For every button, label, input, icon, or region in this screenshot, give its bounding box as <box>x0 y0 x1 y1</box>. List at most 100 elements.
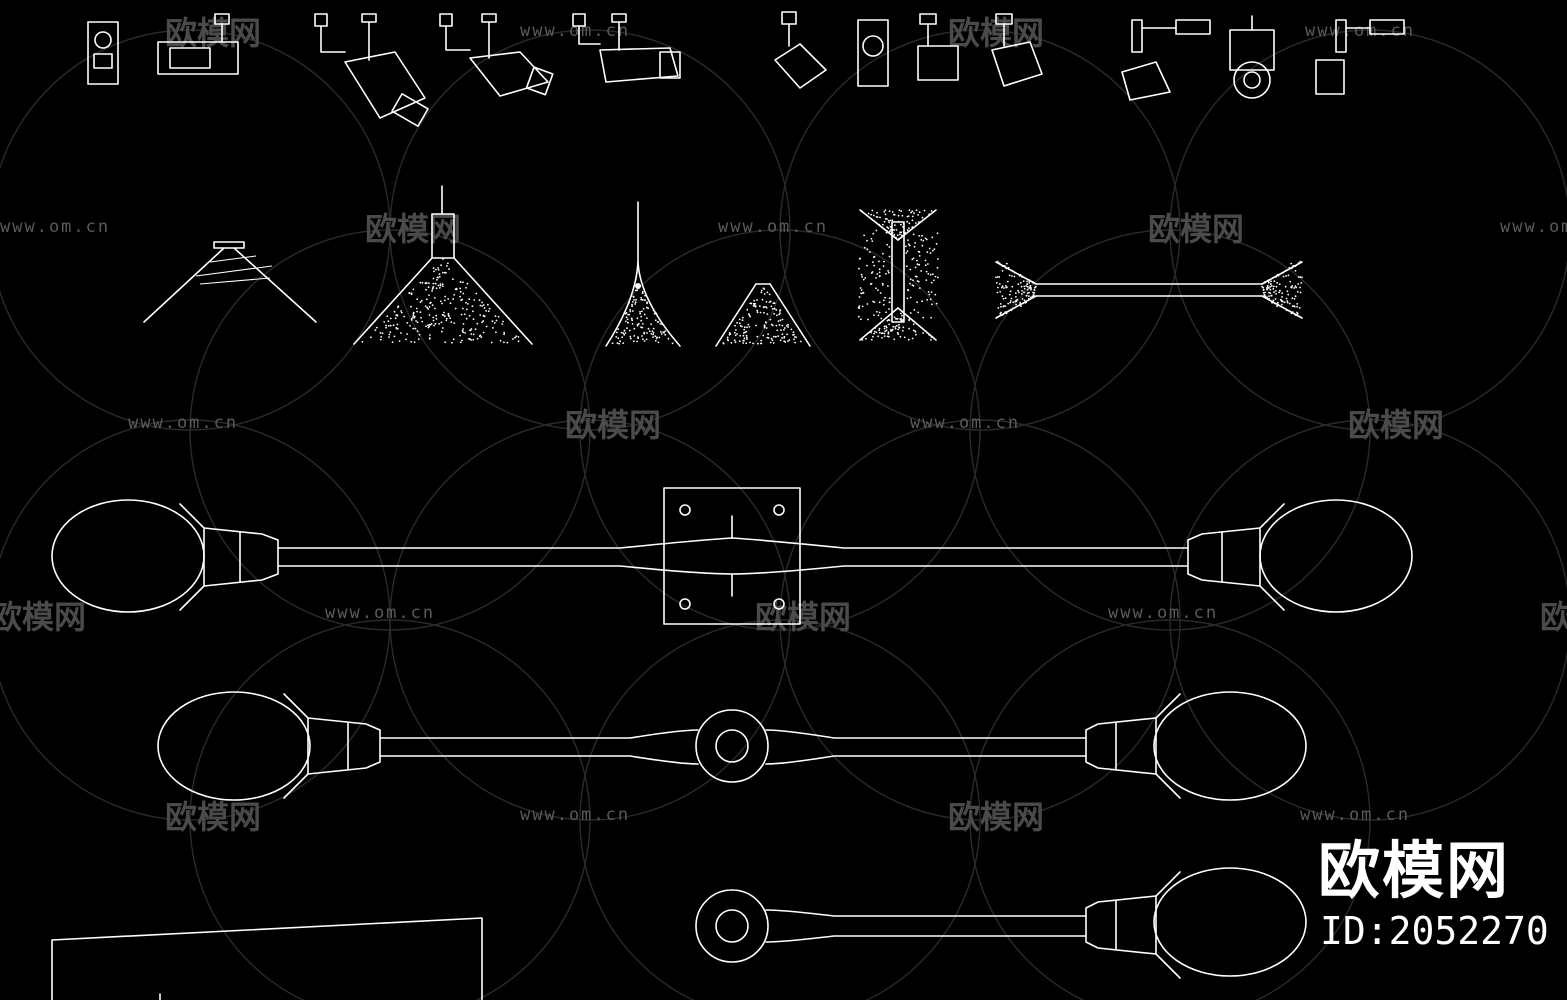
speckle-dot <box>883 325 886 328</box>
speckle-dot <box>763 325 766 328</box>
speckle-dot <box>869 251 871 253</box>
speckle-dot <box>646 302 648 305</box>
speckle-dot <box>897 220 900 223</box>
svg-text:欧模网: 欧模网 <box>0 598 86 636</box>
speckle-dot <box>440 264 442 267</box>
speckle-dot <box>1294 314 1297 316</box>
speckle-dot <box>753 299 756 302</box>
speckle-dot <box>441 285 444 287</box>
speckle-dot <box>619 340 621 343</box>
speckle-dot <box>663 331 665 334</box>
speckle-dot <box>860 289 863 291</box>
speckle-dot <box>501 323 504 325</box>
speckle-dot <box>460 313 463 316</box>
speckle-dot <box>871 209 874 212</box>
speckle-dot <box>490 341 493 344</box>
speckle-dot <box>1018 291 1020 294</box>
speckle-dot <box>1001 285 1004 287</box>
speckle-dot <box>878 327 881 330</box>
speckle-dot <box>426 306 429 309</box>
speckle-dot <box>1014 292 1017 294</box>
speckle-dot <box>898 326 901 329</box>
svg-text:www.om.cn: www.om.cn <box>520 21 630 41</box>
speckle-dot <box>1296 314 1298 317</box>
speckle-dot <box>914 242 917 244</box>
speckle-dot <box>1291 285 1294 287</box>
speckle-dot <box>1262 289 1265 291</box>
speckle-dot <box>472 318 475 320</box>
speckle-dot <box>1000 305 1002 308</box>
speckle-dot <box>441 330 443 333</box>
speckle-dot <box>891 219 894 222</box>
speckle-dot <box>400 310 402 312</box>
speckle-dot <box>888 221 890 224</box>
speckle-dot <box>443 311 445 314</box>
speckle-dot <box>909 278 912 281</box>
speckle-dot <box>623 333 626 336</box>
speckle-dot <box>1003 287 1005 289</box>
speckle-dot <box>884 209 887 212</box>
speckle-dot <box>629 310 632 313</box>
speckle-dot <box>771 339 774 342</box>
speckle-dot <box>1001 295 1004 298</box>
speckle-dot <box>763 288 766 290</box>
speckle-dot <box>470 333 473 335</box>
speckle-dot <box>897 328 900 331</box>
speckle-dot <box>877 314 880 317</box>
speckle-dot <box>996 291 999 294</box>
light-cone-row <box>143 185 1303 347</box>
speckle-dot <box>920 270 922 272</box>
speckle-dot <box>918 235 921 237</box>
speckle-dot <box>913 245 916 248</box>
speckle-dot <box>901 330 904 332</box>
speckle-dot <box>661 323 663 326</box>
speckle-dot <box>888 301 891 304</box>
speckle-dot <box>400 311 403 314</box>
speckle-dot <box>928 334 931 336</box>
speckle-dot <box>878 260 880 263</box>
speckle-dot <box>1009 290 1012 293</box>
speckle-dot <box>883 211 886 213</box>
speckle-dot <box>906 220 908 223</box>
speckle-dot <box>1266 288 1268 291</box>
speckle-dot <box>742 342 745 344</box>
speckle-dot <box>902 326 905 329</box>
speckle-dot <box>908 327 910 330</box>
speckle-dot <box>907 215 910 218</box>
speckle-dot <box>437 284 440 287</box>
speckle-dot <box>884 218 887 220</box>
speckle-dot <box>763 293 766 295</box>
speckle-dot <box>1272 287 1275 290</box>
svg-text:www.om.cn: www.om.cn <box>1108 603 1218 623</box>
speckle-dot <box>1030 288 1032 291</box>
speckle-dot <box>409 325 411 327</box>
speckle-dot <box>451 341 453 344</box>
speckle-dot <box>1004 305 1007 307</box>
speckle-dot <box>634 301 637 304</box>
speckle-dot <box>884 330 886 333</box>
svg-text:欧模网: 欧模网 <box>165 14 261 52</box>
speckle-dot <box>936 232 939 235</box>
speckle-dot <box>881 284 884 286</box>
speckle-dot <box>931 236 934 239</box>
speckle-dot <box>442 257 444 260</box>
speckle-dot <box>1290 312 1293 315</box>
speckle-dot <box>1285 309 1288 312</box>
speckle-dot <box>389 331 392 333</box>
speckle-dot <box>428 314 431 316</box>
speckle-dot <box>624 312 627 315</box>
speckle-dot <box>495 319 498 322</box>
speckle-dot <box>437 267 439 269</box>
spotlight-7 <box>1121 15 1405 101</box>
speckle-dot <box>626 318 629 321</box>
speckle-dot <box>915 222 917 224</box>
speckle-dot <box>420 316 422 319</box>
speckle-dot <box>888 246 891 248</box>
speckle-dot <box>879 322 881 325</box>
speckle-dot <box>896 234 899 237</box>
speckle-dot <box>777 335 780 337</box>
speckle-dot <box>1290 286 1292 288</box>
speckle-dot <box>1033 292 1036 294</box>
svg-text:欧模网: 欧模网 <box>948 798 1044 836</box>
speckle-dot <box>1019 281 1022 284</box>
